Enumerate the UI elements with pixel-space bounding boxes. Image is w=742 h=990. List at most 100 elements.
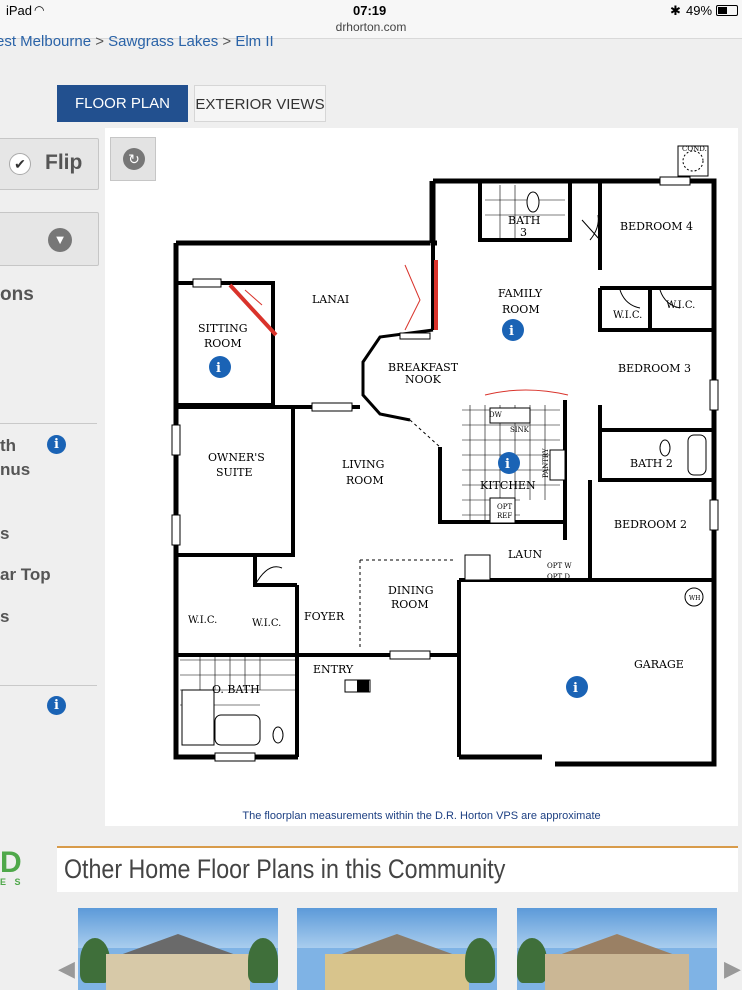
entry-post [357, 680, 369, 692]
floor-plan-canvas: COND. BATH 3 BEDROOM 4 LANAI FAMILY ROOM… [105, 128, 738, 826]
room-label: DINING [388, 584, 434, 597]
info-icon: i [498, 452, 520, 474]
room-info-markers: i i i i [209, 319, 588, 698]
url-bar[interactable]: drhorton.com [0, 20, 742, 39]
breadcrumb-item[interactable]: Sawgrass Lakes [108, 33, 219, 50]
option-item[interactable]: s [0, 607, 10, 626]
floorplan-thumbnail[interactable] [78, 908, 278, 990]
options-dropdown[interactable]: ▼ [0, 212, 99, 266]
svg-text:i: i [216, 361, 221, 376]
room-label: W.I.C. [252, 618, 281, 629]
checkmark-icon: ✔ [9, 153, 31, 175]
room-label: BEDROOM 4 [620, 220, 693, 233]
room-label: NOOK [405, 373, 442, 386]
highlighted-doors [228, 260, 438, 337]
breadcrumb-item[interactable]: est Melbourne [0, 33, 92, 50]
interior-walls [174, 181, 714, 757]
room-labels: COND. BATH 3 BEDROOM 4 LANAI FAMILY ROOM… [188, 145, 707, 696]
clock: 07:19 [353, 3, 387, 18]
appliance-label: DW [489, 411, 503, 419]
room-label: BEDROOM 3 [618, 362, 691, 375]
rotate-button[interactable]: ↻ [110, 137, 156, 181]
room-label: 3 [520, 226, 527, 239]
tab-exterior-views[interactable]: EXTERIOR VIEWS [194, 85, 326, 122]
info-icon[interactable]: i [47, 435, 66, 454]
room-label: BREAKFAST [388, 361, 459, 374]
room-label: LAUN [508, 548, 543, 561]
appliance-label: OPT [497, 503, 512, 511]
floorplan-disclaimer: The floorplan measurements within the D.… [242, 810, 601, 822]
tab-floor-plan[interactable]: FLOOR PLAN [57, 85, 188, 122]
appliance-label: PANTRY [542, 448, 550, 478]
flip-button[interactable]: ✔ Flip [0, 138, 99, 190]
bluetooth-icon: ✱ [670, 3, 681, 18]
room-label: W.I.C. [188, 615, 217, 626]
divider [0, 423, 97, 424]
exterior-walls [173, 178, 717, 767]
option-item[interactable]: th [0, 436, 17, 455]
breadcrumb-separator: > [95, 33, 104, 50]
room-label: LANAI [312, 293, 349, 306]
room-label: ROOM [346, 474, 384, 487]
chevron-down-icon: ▼ [48, 228, 72, 252]
info-icon: i [502, 319, 524, 341]
room-label: ROOM [502, 303, 540, 316]
rotate-icon: ↻ [123, 148, 145, 170]
room-label: W.I.C. [666, 300, 695, 311]
divider [0, 685, 97, 686]
tile-grid [180, 185, 565, 706]
info-icon: i [209, 356, 231, 378]
svg-text:i: i [505, 457, 510, 472]
room-label: BATH [508, 214, 540, 227]
option-item[interactable]: s [0, 524, 10, 543]
options-heading: ons [0, 284, 34, 305]
room-label: FOYER [304, 610, 345, 623]
appliance-label: WH [689, 595, 700, 602]
carousel-next-icon[interactable]: ▶ [724, 956, 741, 981]
room-label: SUITE [216, 466, 253, 479]
other-plans-header: Other Home Floor Plans in this Community [57, 846, 738, 892]
breadcrumb: est Melbourne > Sawgrass Lakes > Elm II [0, 33, 274, 50]
other-plans-title: Other Home Floor Plans in this Community [64, 854, 506, 884]
device-label: iPad [6, 3, 33, 18]
battery-percent: 49% [686, 3, 713, 18]
room-label: FAMILY [498, 287, 543, 300]
room-label: BEDROOM 2 [614, 518, 687, 531]
windows [171, 176, 719, 762]
floorplan-thumbnail[interactable] [517, 908, 717, 990]
url-text: drhorton.com [335, 20, 407, 34]
svg-text:i: i [509, 324, 514, 339]
options-sidebar: ✔ Flip ▼ ons th i nus s ar Top s i [0, 138, 100, 838]
wifi-icon: ◠ [34, 3, 45, 17]
appliance-label: OPT D [547, 573, 570, 581]
room-label: BATH 2 [630, 457, 673, 470]
room-label: OWNER'S [208, 451, 265, 464]
appliance-label: SINK [510, 426, 530, 434]
breakfast-nook-bay [361, 328, 434, 422]
ios-status-bar: iPad ◠ 07:19 ✱ 49% [0, 0, 742, 20]
room-label: O. BATH [212, 683, 260, 696]
room-label: KITCHEN [480, 479, 536, 492]
option-item[interactable]: nus [0, 460, 31, 479]
flip-label: Flip [45, 151, 83, 174]
appliance-label: OPT W [547, 562, 572, 570]
dashed-openings [180, 243, 455, 650]
brand-logo: D [0, 846, 22, 879]
info-icon[interactable]: i [47, 696, 66, 715]
room-label: ROOM [204, 337, 242, 350]
appliance-label: REF [497, 512, 512, 520]
info-icon: i [566, 676, 588, 698]
room-label: SITTING [198, 322, 248, 335]
floor-plan-drawing: COND. BATH 3 BEDROOM 4 LANAI FAMILY ROOM… [171, 145, 719, 767]
floorplan-thumbnail[interactable] [297, 908, 497, 990]
room-label: W.I.C. [613, 310, 642, 321]
breadcrumb-separator: > [222, 33, 232, 50]
carousel-prev-icon[interactable]: ◀ [58, 956, 75, 981]
option-item[interactable]: ar Top [0, 565, 51, 584]
room-label: GARAGE [634, 658, 684, 671]
room-label: COND. [682, 145, 707, 153]
brand-logo-subtext: E S [0, 877, 24, 887]
svg-text:i: i [573, 681, 578, 696]
room-label: ENTRY [313, 663, 354, 676]
room-label: ROOM [391, 598, 429, 611]
